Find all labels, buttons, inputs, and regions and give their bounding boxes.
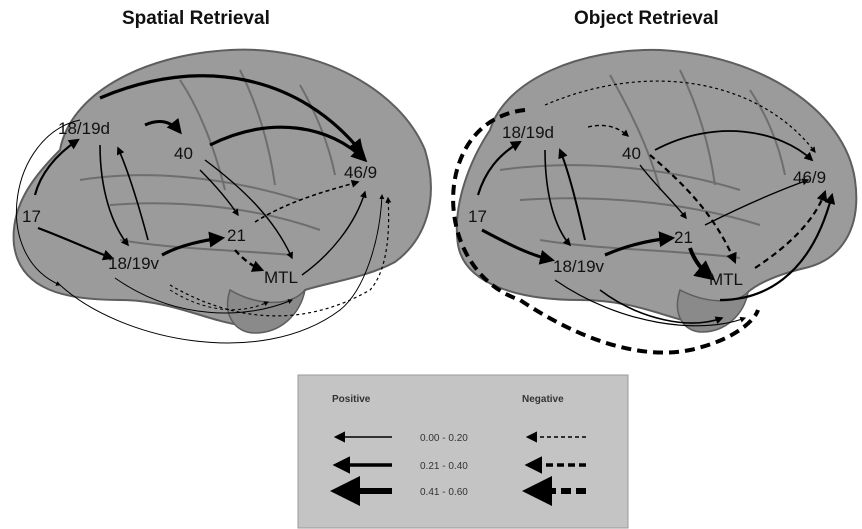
left-region-labels: 17 18/19d 18/19v 40 21 MTL 46/9 [22, 119, 377, 287]
arrow [161, 231, 226, 257]
right-cerebrum [455, 48, 858, 325]
arrow [254, 179, 360, 223]
region-21-label: 21 [674, 228, 693, 247]
arrow [59, 194, 385, 344]
left-cerebrum [12, 48, 432, 327]
object-retrieval-title: Object Retrieval [574, 8, 719, 29]
arrow [199, 169, 239, 217]
legend-positive-label: Positive [332, 394, 371, 405]
arrow [114, 277, 293, 314]
arrow [544, 149, 572, 247]
arrow [654, 130, 814, 162]
arrow [451, 108, 760, 355]
legend-range-high: 0.41 - 0.60 [420, 487, 468, 498]
region-46-9-label: 46/9 [344, 163, 377, 182]
arrow [754, 189, 828, 269]
arrow [719, 192, 836, 302]
arrow [99, 144, 129, 247]
arrow [16, 119, 81, 286]
arrow [33, 138, 80, 196]
arrow [234, 249, 265, 272]
legend-negative-label: Negative [522, 394, 564, 405]
region-18-19d-label: 18/19d [502, 123, 554, 142]
right-sulci [499, 69, 786, 259]
region-mtl-label: MTL [709, 270, 743, 289]
arrow [37, 226, 115, 261]
region-17-label: 17 [22, 207, 41, 226]
arrow [476, 140, 522, 196]
arrow [544, 80, 816, 153]
region-40-label: 40 [622, 144, 641, 163]
arrow [587, 124, 630, 137]
arrow [169, 289, 269, 311]
region-mtl-label: MTL [264, 268, 298, 287]
arrow [301, 190, 367, 276]
arrow [558, 148, 586, 241]
region-18-19v-label: 18/19v [553, 257, 605, 276]
region-46-9-label: 46/9 [793, 168, 826, 187]
arrow [604, 231, 676, 257]
region-18-19d-label: 18/19d [58, 119, 110, 138]
arrow [704, 178, 810, 226]
arrow [688, 247, 716, 281]
region-21-label: 21 [227, 226, 246, 245]
region-17-label: 17 [468, 207, 487, 226]
right-brain: 17 18/19d 18/19v 40 21 MTL 46/9 [451, 48, 858, 355]
arrow [99, 74, 364, 156]
arrow [599, 289, 724, 324]
legend-range-mid: 0.21 - 0.40 [420, 461, 468, 472]
legend: Positive Negative 0.00 - 0.20 0.21 - 0.4… [297, 374, 629, 529]
arrow [554, 279, 747, 327]
right-arrows [451, 80, 836, 355]
left-brain: 17 18/19d 18/19v 40 21 MTL 46/9 [12, 48, 432, 344]
arrow [116, 146, 149, 241]
region-18-19v-label: 18/19v [108, 254, 160, 273]
arrow [481, 228, 555, 265]
arrow [639, 164, 687, 220]
spatial-retrieval-title: Spatial Retrieval [122, 8, 270, 29]
arrow [144, 117, 182, 135]
right-region-labels: 17 18/19d 18/19v 40 21 MTL 46/9 [468, 123, 826, 289]
arrow [649, 154, 737, 265]
left-arrows [16, 74, 392, 344]
arrow [169, 196, 392, 317]
arrow [209, 125, 368, 163]
legend-range-low: 0.00 - 0.20 [420, 433, 468, 444]
arrow [204, 159, 293, 260]
region-40-label: 40 [174, 144, 193, 163]
